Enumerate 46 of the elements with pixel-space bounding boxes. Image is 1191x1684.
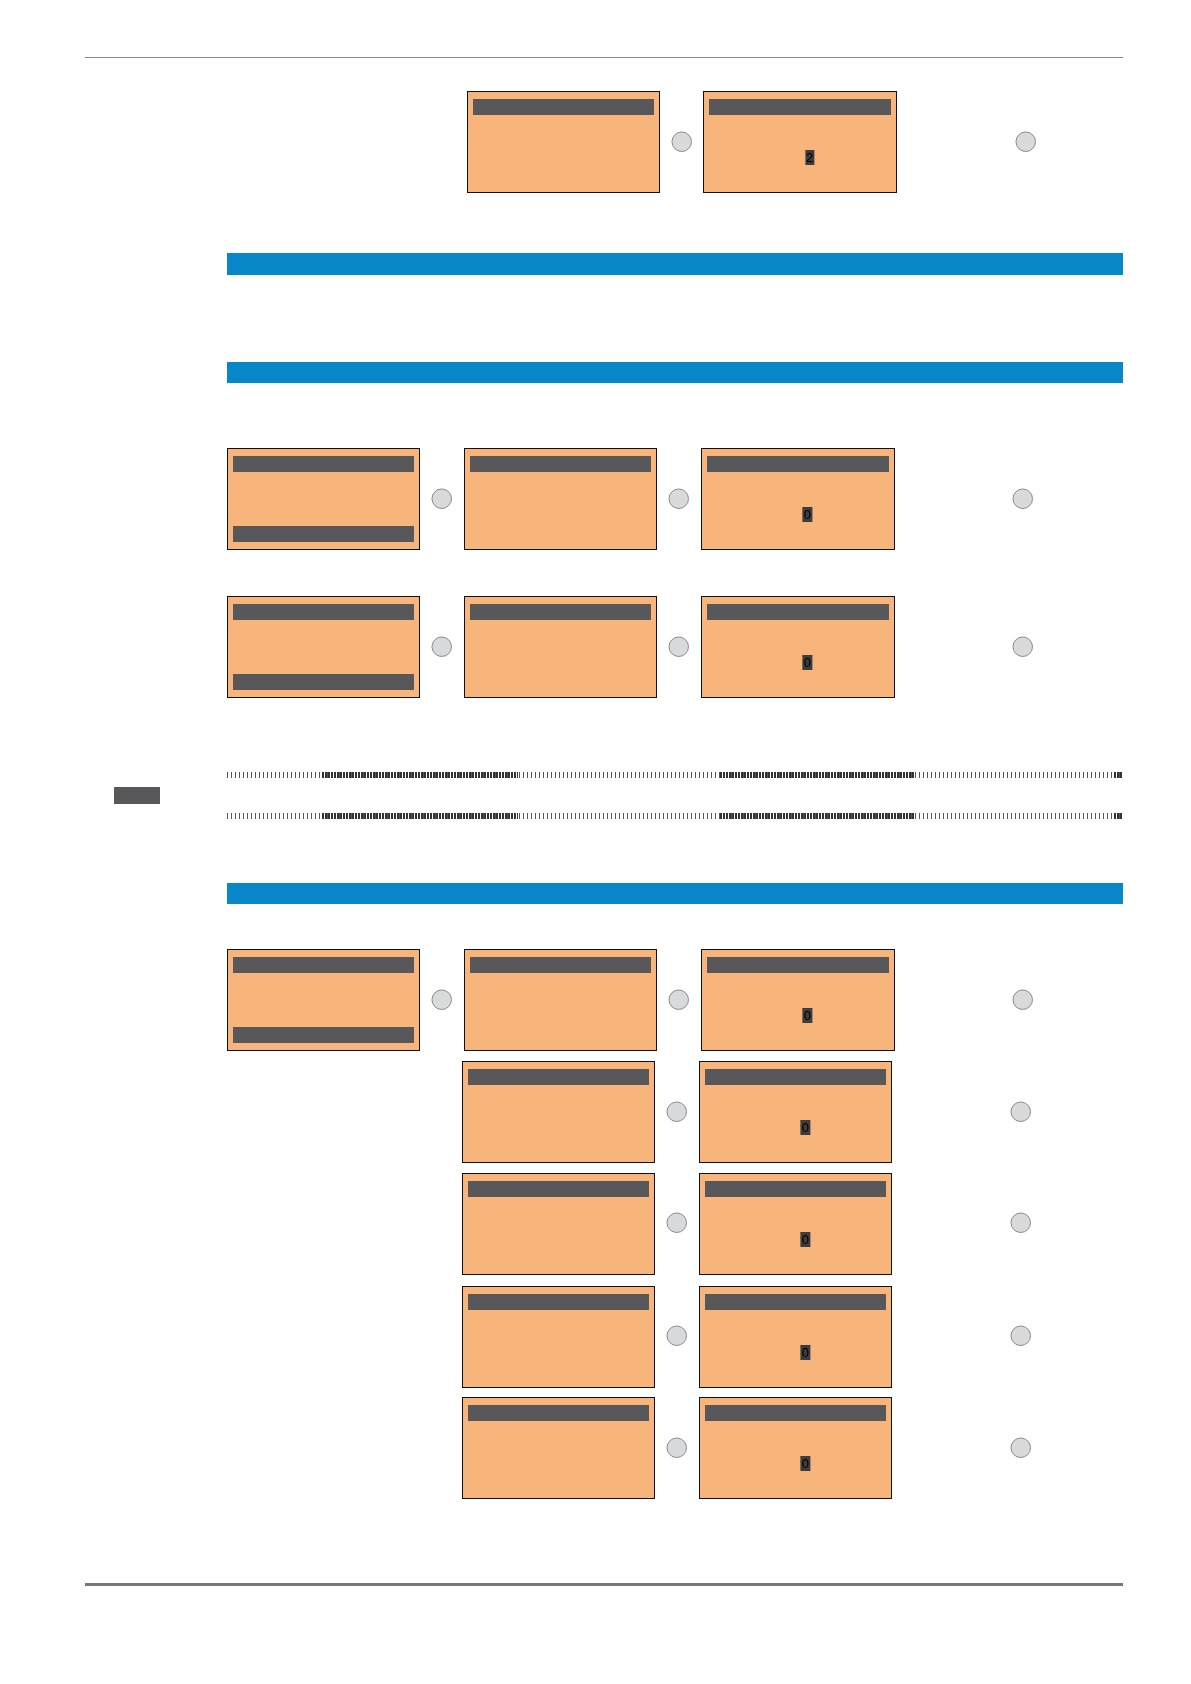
value-digit: 0 bbox=[800, 1120, 810, 1136]
value-digit: 0 bbox=[802, 1008, 813, 1024]
round-button bbox=[1011, 635, 1034, 658]
round-button bbox=[1009, 1325, 1031, 1347]
round-button bbox=[430, 635, 453, 658]
display-screen bbox=[701, 447, 895, 550]
display-screen bbox=[461, 1061, 656, 1164]
round-button bbox=[665, 1212, 688, 1234]
display-screen bbox=[463, 596, 658, 699]
display-screen bbox=[226, 447, 420, 550]
round-button bbox=[1009, 1436, 1031, 1459]
display-screen bbox=[467, 91, 661, 194]
display-screen bbox=[226, 949, 420, 1052]
display-screen bbox=[463, 949, 658, 1052]
display-screen bbox=[699, 1397, 893, 1500]
value-digit: 0 bbox=[800, 1344, 810, 1360]
round-button bbox=[1011, 989, 1034, 1011]
value-digit: 0 bbox=[800, 1456, 810, 1472]
display-screen bbox=[701, 596, 895, 699]
round-button bbox=[668, 635, 690, 658]
round-button bbox=[1011, 487, 1034, 510]
round-button bbox=[430, 487, 453, 510]
display-screen bbox=[461, 1285, 656, 1388]
value-digit: 0 bbox=[802, 655, 813, 671]
round-button bbox=[665, 1325, 688, 1347]
display-screen bbox=[226, 596, 420, 699]
display-screen bbox=[699, 1172, 893, 1275]
round-button bbox=[668, 487, 690, 510]
value-digit: 2 bbox=[805, 150, 815, 166]
round-button bbox=[668, 989, 690, 1011]
display-screen bbox=[463, 447, 658, 550]
display-screen bbox=[703, 91, 897, 194]
value-digit: 0 bbox=[802, 506, 813, 522]
round-button bbox=[665, 1100, 688, 1123]
round-button bbox=[671, 131, 693, 153]
display-screen bbox=[699, 1061, 893, 1164]
round-button bbox=[430, 989, 453, 1011]
display-screen bbox=[461, 1397, 656, 1500]
value-digit: 0 bbox=[800, 1231, 810, 1247]
display-screen bbox=[461, 1172, 656, 1275]
round-button bbox=[665, 1436, 688, 1459]
round-button bbox=[1009, 1212, 1031, 1234]
round-button bbox=[1009, 1100, 1031, 1123]
display-screen bbox=[701, 949, 895, 1052]
display-screen bbox=[699, 1285, 893, 1388]
round-button bbox=[1014, 131, 1037, 153]
